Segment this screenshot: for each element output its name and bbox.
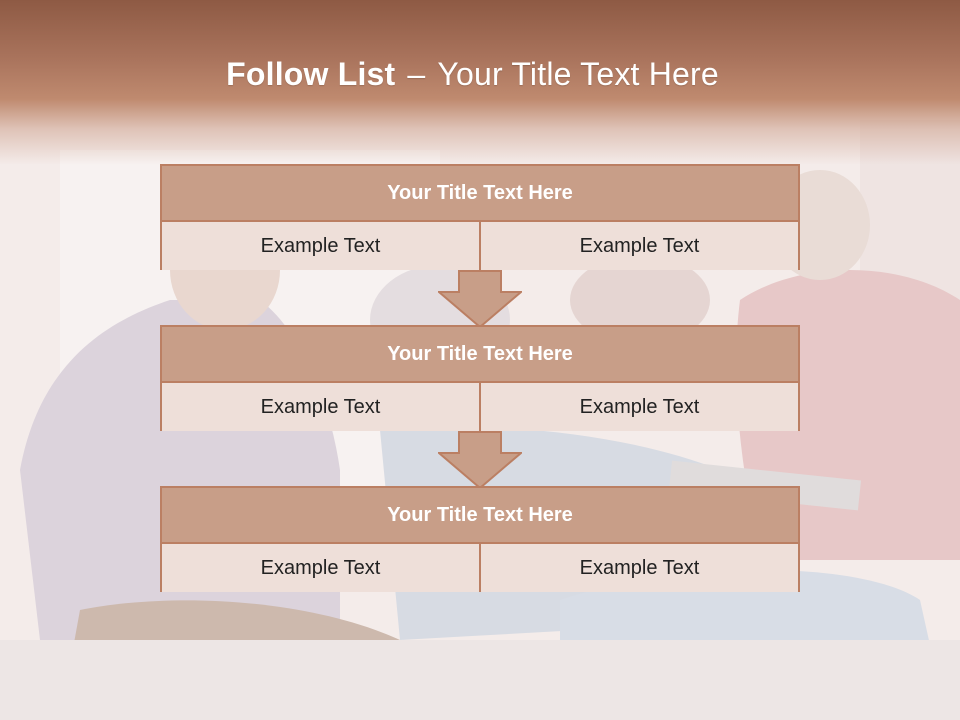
block-cell-left: Example Text [162, 544, 479, 592]
block-cell-right: Example Text [479, 544, 798, 592]
list-block-1: Your Title Text Here Example Text Exampl… [160, 164, 800, 270]
block-row: Example Text Example Text [162, 222, 798, 270]
list-block-2: Your Title Text Here Example Text Exampl… [160, 325, 800, 431]
down-arrow-icon [438, 431, 522, 489]
block-title: Your Title Text Here [162, 488, 798, 544]
block-row: Example Text Example Text [162, 383, 798, 431]
title-rest-part: Your Title Text Here [437, 56, 719, 92]
title-separator: – [407, 56, 426, 92]
block-cell-left: Example Text [162, 222, 479, 270]
down-arrow-icon [438, 270, 522, 328]
list-block-3: Your Title Text Here Example Text Exampl… [160, 486, 800, 592]
block-row: Example Text Example Text [162, 544, 798, 592]
block-title: Your Title Text Here [162, 327, 798, 383]
block-cell-right: Example Text [479, 383, 798, 431]
header-band [0, 0, 960, 165]
title-bold-part: Follow List [226, 56, 396, 92]
block-cell-right: Example Text [479, 222, 798, 270]
slide-title: Follow List–Your Title Text Here [0, 56, 945, 93]
block-cell-left: Example Text [162, 383, 479, 431]
block-title: Your Title Text Here [162, 166, 798, 222]
